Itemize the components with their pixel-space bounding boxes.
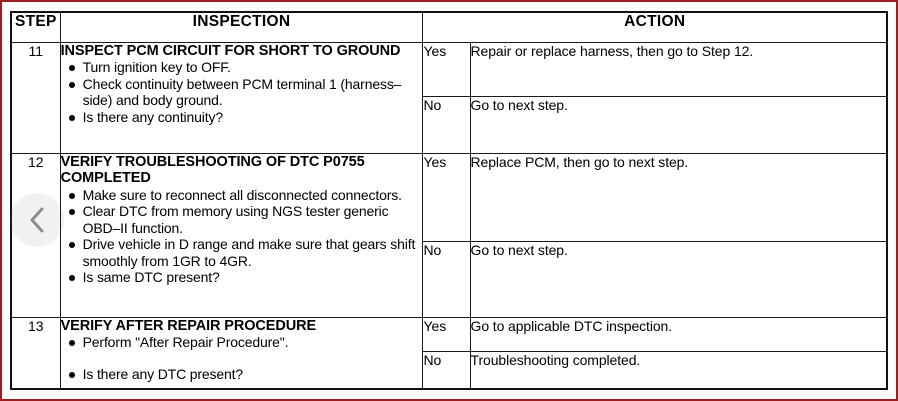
list-item: Make sure to reconnect all disconnected … xyxy=(61,187,423,204)
step-number: 13 xyxy=(10,316,61,390)
action-text: Go to next step. xyxy=(469,240,888,318)
inspection-cell: VERIFY TROUBLESHOOTING OF DTC P0755 COMP… xyxy=(59,152,424,318)
answer-label-no: No xyxy=(422,240,471,318)
action-text: Repair or replace harness, then go to St… xyxy=(469,41,888,97)
list-item: Turn ignition key to OFF. xyxy=(61,59,423,76)
table-row: 11 INSPECT PCM CIRCUIT FOR SHORT TO GROU… xyxy=(10,41,888,154)
inspection-title: VERIFY TROUBLESHOOTING OF DTC P0755 COMP… xyxy=(60,153,365,187)
answer-label-yes: Yes xyxy=(422,316,471,352)
chevron-left-icon xyxy=(26,205,48,235)
list-item: Perform "After Repair Procedure". xyxy=(61,334,423,351)
table-row: 12 VERIFY TROUBLESHOOTING OF DTC P0755 C… xyxy=(10,152,888,318)
inspection-bullet-list: Make sure to reconnect all disconnected … xyxy=(61,187,423,286)
answer-label-yes: Yes xyxy=(422,152,471,242)
troubleshooting-table: STEP INSPECTION ACTION 11 INSPECT PCM CI… xyxy=(10,11,888,390)
action-text: Go to applicable DTC inspection. xyxy=(469,316,888,352)
answer-label-yes: Yes xyxy=(422,41,471,97)
inspection-bullet-list: Turn ignition key to OFF. Check continui… xyxy=(61,59,423,125)
list-item: Is there any continuity? xyxy=(61,109,423,126)
list-item: Is same DTC present? xyxy=(61,269,423,286)
column-header-step: STEP xyxy=(10,11,61,43)
action-text: Troubleshooting completed. xyxy=(469,350,888,390)
inspection-bullet-list: Perform "After Repair Procedure". Is the… xyxy=(61,334,423,382)
inspection-title: VERIFY AFTER REPAIR PROCEDURE xyxy=(60,317,317,334)
action-text: Replace PCM, then go to next step. xyxy=(469,152,888,242)
column-header-inspection: INSPECTION xyxy=(59,11,424,43)
step-number: 11 xyxy=(10,41,61,154)
list-item: Clear DTC from memory using NGS tester g… xyxy=(61,203,423,236)
list-item: Check continuity between PCM terminal 1 … xyxy=(61,76,423,109)
table-row: No Go to next step. xyxy=(11,240,888,318)
table-row: 13 VERIFY AFTER REPAIR PROCEDURE Perform… xyxy=(10,316,888,390)
previous-page-button[interactable] xyxy=(10,193,64,247)
answer-label-no: No xyxy=(422,95,471,154)
step-number: 12 xyxy=(10,152,61,318)
inspection-cell: VERIFY AFTER REPAIR PROCEDURE Perform "A… xyxy=(59,316,424,390)
column-header-action: ACTION xyxy=(422,11,888,43)
list-item: Drive vehicle in D range and make sure t… xyxy=(61,236,423,269)
list-item: Is there any DTC present? xyxy=(61,366,423,383)
inspection-title: INSPECT PCM CIRCUIT FOR SHORT TO GROUND xyxy=(60,42,401,59)
table-header-row: STEP INSPECTION ACTION xyxy=(10,11,888,43)
answer-label-no: No xyxy=(422,350,471,390)
action-text: Go to next step. xyxy=(469,95,888,154)
table-row: No Go to next step. xyxy=(11,95,888,154)
table-row: No Troubleshooting completed. xyxy=(11,350,888,390)
inspection-cell: INSPECT PCM CIRCUIT FOR SHORT TO GROUND … xyxy=(59,41,424,154)
